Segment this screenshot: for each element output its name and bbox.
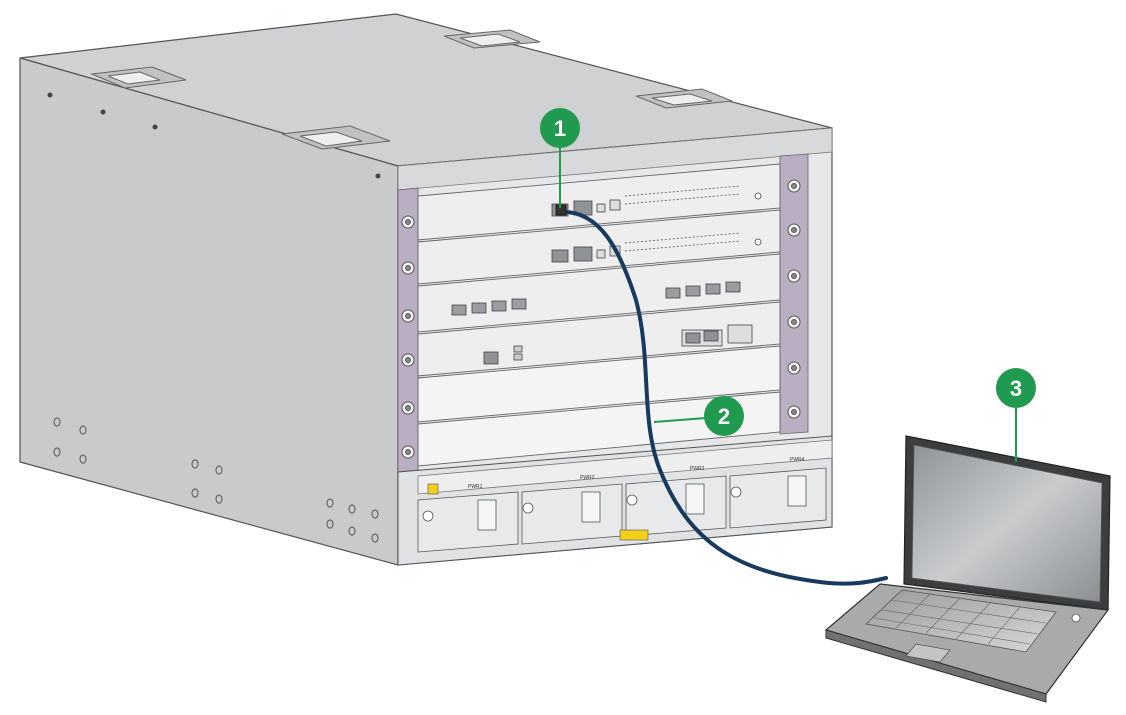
callout-2-badge xyxy=(704,396,744,436)
card-slots xyxy=(417,163,781,467)
callout-2-leader xyxy=(653,417,707,423)
service-card xyxy=(417,301,781,377)
console-cable xyxy=(558,209,888,586)
callout-2-label: 2 xyxy=(718,404,730,429)
interface-card-ports xyxy=(451,281,741,316)
empty-slot-1 xyxy=(417,345,781,423)
esd-label xyxy=(427,483,439,495)
psu-labels: PWR1 PWR2 PWR3 PWR4 xyxy=(468,457,805,490)
interface-card xyxy=(417,253,781,333)
callout-1-label: 1 xyxy=(554,116,566,141)
psu-label: PWR4 xyxy=(790,457,805,463)
power-button xyxy=(1071,613,1081,623)
psu-label: PWR2 xyxy=(580,475,595,481)
psu-module xyxy=(729,467,827,529)
side-vents xyxy=(53,417,379,543)
callout-3-label: 3 xyxy=(1010,376,1022,401)
laptop-keyboard xyxy=(865,589,1057,653)
callout-1-badge xyxy=(540,108,580,148)
psu-label: PWR1 xyxy=(468,484,483,490)
psu-module xyxy=(521,483,623,545)
left-rail xyxy=(397,187,419,473)
psu-module xyxy=(417,491,519,553)
laptop-touchpad xyxy=(905,643,951,663)
warning-label xyxy=(619,529,649,541)
top-handle xyxy=(90,29,733,150)
callout-3-badge xyxy=(996,368,1036,408)
device-chassis: PWR1 PWR2 PWR3 PWR4 xyxy=(19,13,833,566)
service-card-ports xyxy=(483,324,753,365)
laptop-icon xyxy=(824,435,1111,703)
psu-label: PWR3 xyxy=(690,466,705,472)
side-screws xyxy=(47,92,381,179)
laptop-screen xyxy=(911,444,1103,603)
rail-screws xyxy=(401,179,801,459)
mpu-card-2 xyxy=(417,209,781,285)
right-rail xyxy=(779,153,809,435)
empty-slot-2 xyxy=(417,391,781,467)
mpu-card-1 xyxy=(417,163,781,241)
